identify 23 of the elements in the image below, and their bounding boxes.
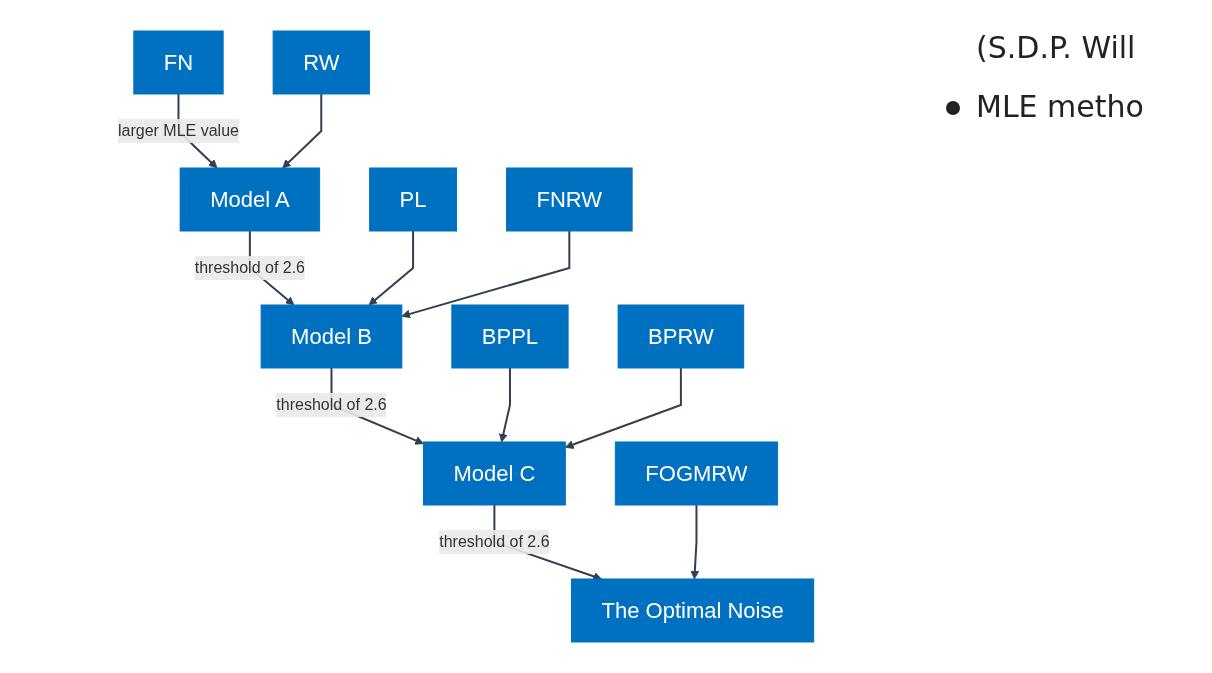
arrow	[401, 230, 571, 319]
node-box: Model A	[179, 167, 321, 232]
arrow	[499, 367, 512, 443]
arrow	[282, 93, 323, 169]
node-box: PL	[369, 167, 458, 232]
node-box: FN	[133, 30, 224, 95]
edge-label: larger MLE value	[118, 122, 240, 139]
node-box: Model B	[260, 304, 403, 369]
arrow	[565, 367, 683, 449]
bullet-text: (S.D.P. Will	[976, 30, 1136, 65]
edge-label: threshold of 2.6	[194, 258, 306, 276]
node-box: The Optimal Noise	[571, 578, 815, 643]
arrow	[368, 230, 415, 306]
bullet-text: MLE metho	[976, 89, 1144, 124]
node-box: FNRW	[506, 167, 633, 232]
edge-label: threshold of 2.6	[276, 395, 387, 413]
edge-label: threshold of 2.6	[439, 532, 550, 550]
arrow	[690, 504, 700, 580]
node-box: RW	[272, 30, 371, 95]
node-box: Model C	[423, 441, 566, 506]
node-box: BPPL	[451, 304, 569, 369]
node-box: FOGMRW	[615, 441, 779, 506]
node-box: BPRW	[617, 304, 745, 369]
